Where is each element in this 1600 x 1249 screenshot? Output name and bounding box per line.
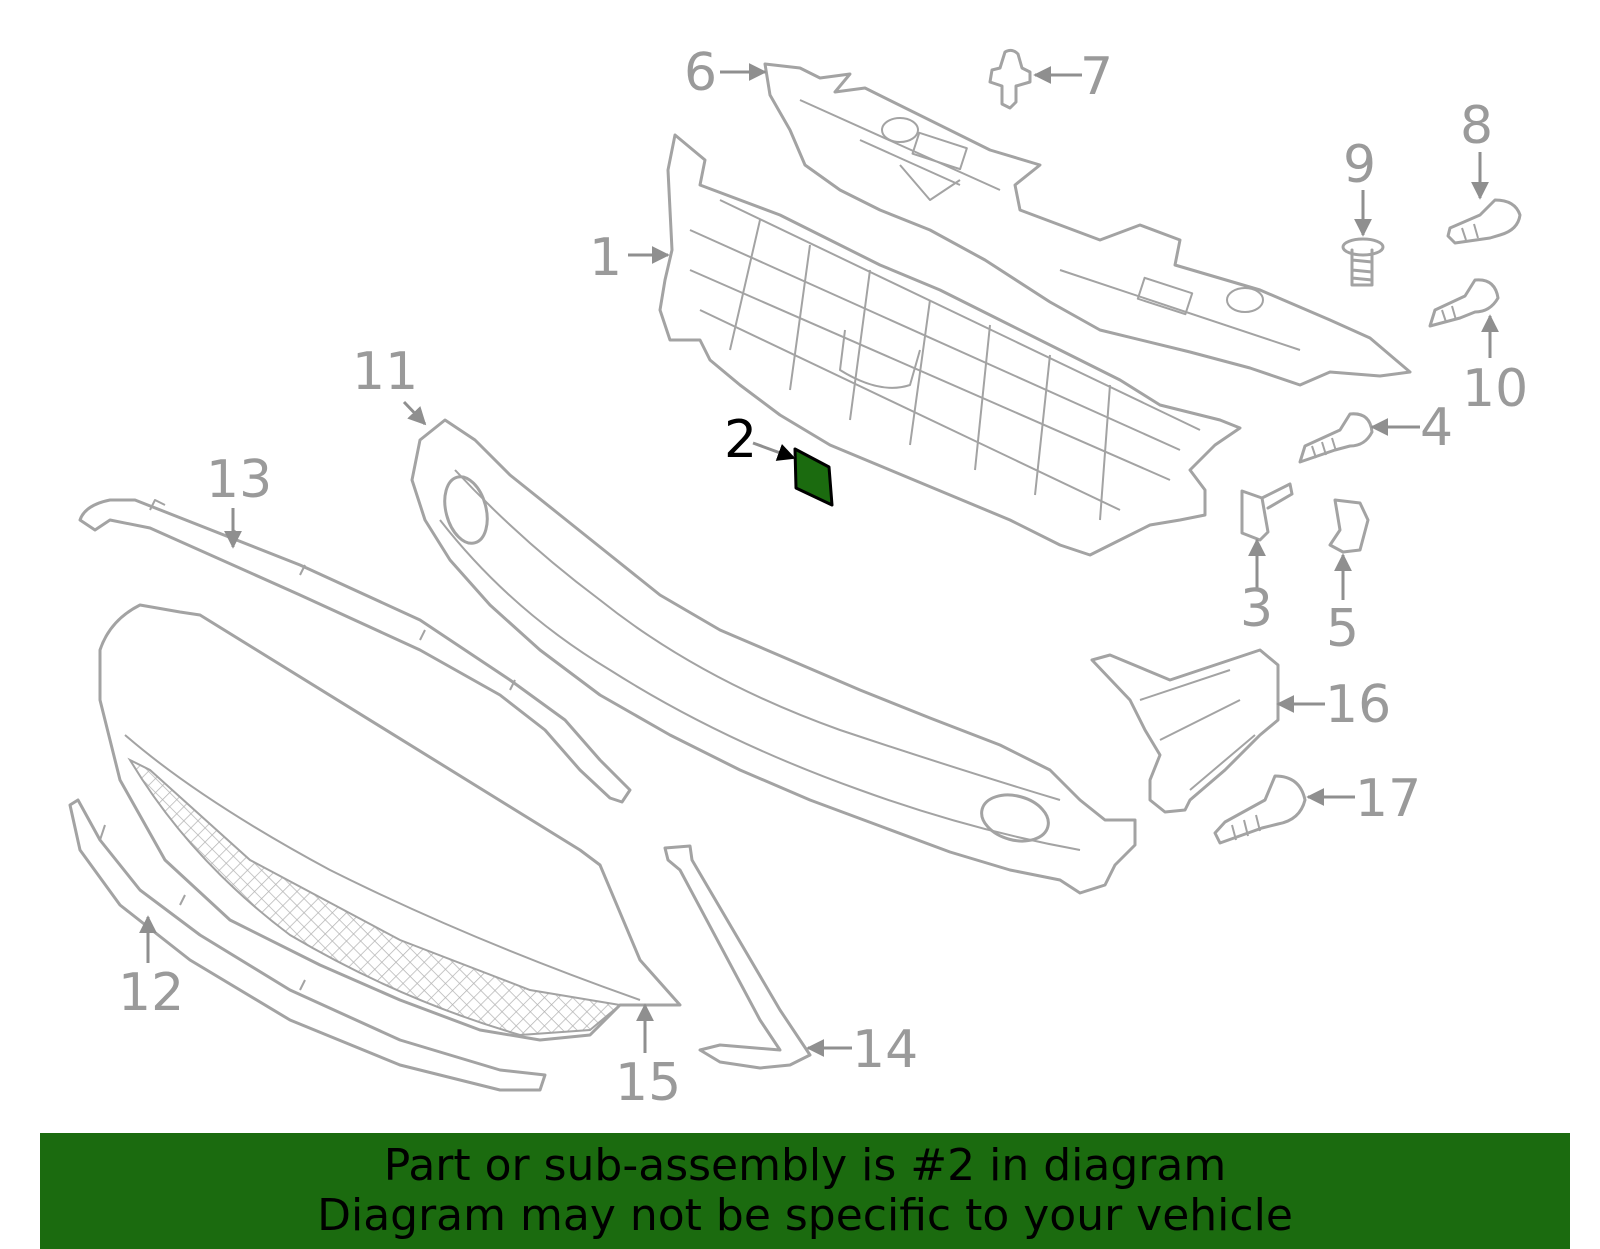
part-14-side-strip <box>663 844 812 1070</box>
part-3-nut <box>1240 482 1294 542</box>
part-1-grille-frame <box>658 133 1242 557</box>
part-10-screw <box>1428 278 1500 328</box>
part-2-plate <box>793 447 834 507</box>
banner-line-part: Part or sub-assembly is #2 in diagram <box>383 1140 1227 1191</box>
callout-label-12: 12 <box>118 963 184 1023</box>
part-16-side-bracket <box>1090 648 1280 814</box>
callout-label-8: 8 <box>1460 96 1493 156</box>
callout-label-1: 1 <box>589 228 622 288</box>
part-11-lower-grille <box>410 418 1137 895</box>
part-8-bolt <box>1446 198 1522 245</box>
callout-label-17: 17 <box>1355 769 1421 829</box>
part-6-upper-bracket <box>763 62 1412 387</box>
callout-label-10: 10 <box>1462 359 1528 419</box>
part-5-clip <box>1328 498 1370 554</box>
callout-label-13: 13 <box>206 450 272 510</box>
banner-line-disclaimer: Diagram may not be specific to your vehi… <box>317 1190 1293 1241</box>
callout-label-15: 15 <box>615 1053 681 1113</box>
callout-label-14: 14 <box>852 1020 918 1080</box>
callout-labels: 6 7 8 9 1 10 4 2 11 13 3 5 16 17 12 15 1… <box>118 43 1528 1113</box>
callout-leaders <box>139 63 1499 1057</box>
callout-label-7: 7 <box>1080 47 1113 107</box>
part-9-bolt <box>1341 237 1385 287</box>
part-7-clip <box>988 48 1032 110</box>
callout-label-16: 16 <box>1325 675 1391 735</box>
notice-banner: Part or sub-assembly is #2 in diagram Di… <box>40 1133 1570 1249</box>
part-4-screw <box>1298 412 1374 464</box>
part-15-grille-mesh <box>98 603 682 1042</box>
callout-label-2: 2 <box>724 410 757 470</box>
callout-label-5: 5 <box>1326 599 1359 659</box>
callout-label-4: 4 <box>1420 398 1453 458</box>
part-17-bolt <box>1213 774 1307 845</box>
callout-label-6: 6 <box>684 43 717 103</box>
part-13-trim-strip <box>78 498 632 804</box>
callout-label-9: 9 <box>1343 135 1376 195</box>
callout-label-11: 11 <box>352 342 418 402</box>
callout-label-3: 3 <box>1240 579 1273 639</box>
part-12-lower-molding <box>68 798 547 1092</box>
